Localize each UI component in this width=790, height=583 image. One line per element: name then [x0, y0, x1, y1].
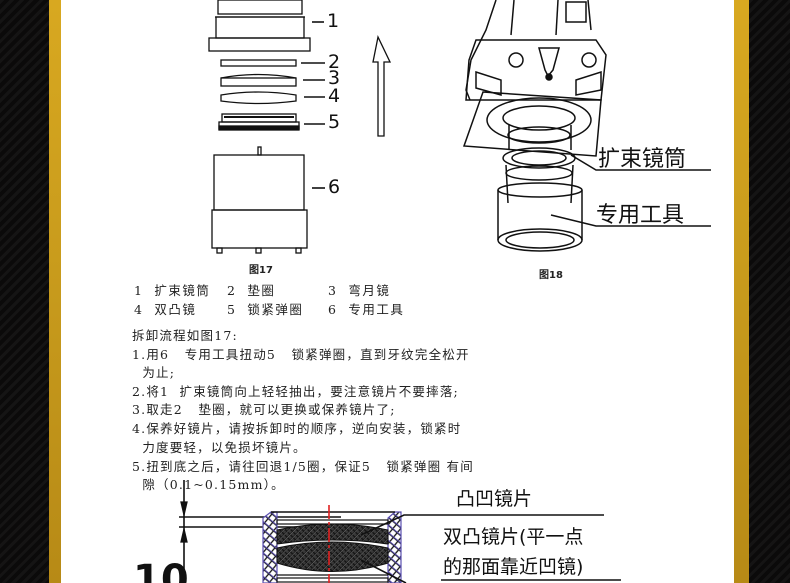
- meniscus-lens-drawing: [220, 73, 297, 87]
- instruction-step-4: 4.保养好镜片，请按拆卸时的顺序，逆向安装，锁紧时: [132, 421, 462, 436]
- figure-18-caption: 图18: [539, 270, 563, 281]
- figure-17-exploded-view: [179, 0, 711, 583]
- callout-special-tool: 专用工具: [596, 203, 685, 228]
- instruction-step-1-cont: 为止;: [132, 365, 176, 380]
- instruction-step-5-cont: 隙（0.1~0.15mm）。: [132, 477, 285, 492]
- legend-item-4: 4 双凸镜: [134, 302, 197, 317]
- part-label-3: 3: [328, 67, 341, 89]
- callout-biconvex-lens-line1: 双凸镜片(平一点: [443, 526, 584, 548]
- legend-item-2: 2 垫圈: [227, 283, 276, 298]
- up-arrow-icon: [372, 34, 392, 137]
- instructions-heading: 拆卸流程如图17:: [132, 328, 238, 343]
- dimension-label: 10: [133, 557, 189, 583]
- instruction-step-2: 2.将1 扩束镜筒向上轻轻抽出，要注意镜片不要摔落;: [132, 384, 459, 399]
- figure-17-caption: 图17: [249, 265, 273, 276]
- lens-cross-section-diagram: [179, 480, 621, 583]
- right-gold-stripe: [734, 0, 749, 583]
- callout-biconvex-lens-line2: 的那面靠近凹镜): [443, 556, 584, 578]
- part-label-1: 1: [327, 10, 340, 32]
- part-label-4: 4: [328, 85, 341, 107]
- part-label-6: 6: [328, 176, 341, 198]
- part-leader-lines: [301, 21, 325, 189]
- instruction-step-4-cont: 力度要轻，以免损坏镜片。: [132, 440, 307, 455]
- legend-item-1: 1 扩束镜筒: [134, 283, 211, 298]
- beam-expander-barrel-drawing: [208, 0, 311, 52]
- legend-item-5: 5 锁紧弹圈: [227, 302, 304, 317]
- manual-page: 1 2 3 4 5 6 图17 扩束镜筒 专用工具 图18 1 扩束镜筒 2 垫…: [61, 0, 734, 583]
- biconvex-lens-drawing: [220, 91, 297, 105]
- locking-ring-drawing: [218, 113, 300, 131]
- left-dark-margin: [0, 0, 49, 583]
- part-label-2: 2: [328, 51, 341, 73]
- instruction-step-5: 5.扭到底之后，请往回退1/5圈，保证5 锁紧弹圈 有间: [132, 459, 474, 474]
- instruction-step-3: 3.取走2 垫圈，就可以更换或保养镜片了;: [132, 402, 396, 417]
- callout-meniscus-lens: 凸凹镜片: [456, 488, 533, 510]
- special-tool-drawing: [211, 146, 308, 254]
- figure-18-laser-head-drawing: [462, 0, 711, 252]
- callout-beam-expander-barrel: 扩束镜筒: [598, 147, 687, 172]
- washer-drawing: [220, 59, 297, 67]
- instruction-step-1: 1.用6 专用工具扭动5 锁紧弹圈，直到牙纹完全松开: [132, 347, 470, 362]
- left-gold-stripe: [49, 0, 61, 583]
- legend-item-3: 3 弯月镜: [328, 283, 391, 298]
- right-dark-margin: [749, 0, 790, 583]
- legend-item-6: 6 专用工具: [328, 302, 405, 317]
- part-label-5: 5: [328, 111, 341, 133]
